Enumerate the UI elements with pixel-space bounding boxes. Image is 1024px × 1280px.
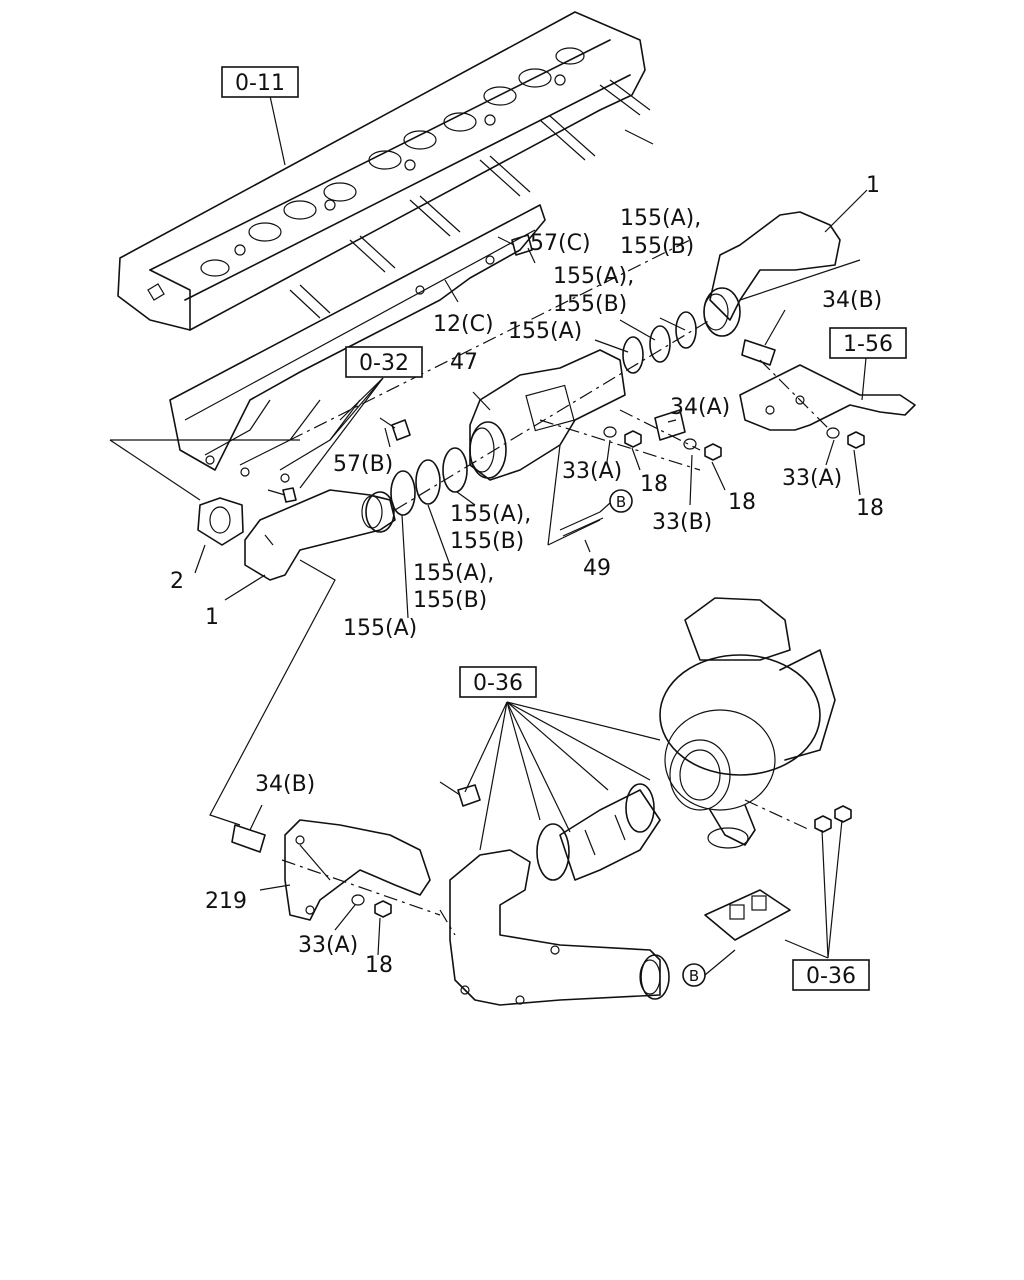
gasket-2 <box>197 497 244 546</box>
callout-34b-right: 34(B) <box>822 288 882 313</box>
sleeve-34 <box>231 339 776 853</box>
reference-0-36-bottom-label: 0-36 <box>806 964 856 989</box>
air-pipe <box>449 849 670 1006</box>
bracket-1-56 <box>739 364 916 431</box>
marker-b-lower-label: B <box>689 967 699 985</box>
reference-1-56-label: 1-56 <box>843 332 893 357</box>
callout-1-top: 1 <box>866 173 880 198</box>
reference-0-11-label: 0-11 <box>235 71 285 96</box>
callout-33a-right: 33(A) <box>782 466 842 491</box>
callout-155ab-2a: 155(A), <box>553 264 634 289</box>
callout-47: 47 <box>450 350 478 375</box>
callout-155a-top: 155(A) <box>508 319 582 344</box>
callout-155ab-4a: 155(A), <box>413 561 494 586</box>
reference-box-0-36-bottom: 0-36 <box>792 959 870 991</box>
callout-155ab-1a: 155(A), <box>620 206 701 231</box>
reference-box-0-11: 0-11 <box>221 66 299 98</box>
assembly-lines <box>109 239 831 936</box>
callout-219: 219 <box>205 889 247 914</box>
callout-155ab-1b: 155(B) <box>620 234 694 259</box>
reference-0-32-label: 0-32 <box>359 351 409 376</box>
marker-b-upper-label: B <box>616 493 626 511</box>
callout-33a-low: 33(A) <box>298 933 358 958</box>
callout-1-left: 1 <box>205 605 219 630</box>
callout-18-right: 18 <box>728 490 756 515</box>
nuts-washers <box>351 426 865 918</box>
manifold-rear-section <box>703 211 861 337</box>
reference-box-0-32: 0-32 <box>345 346 423 378</box>
bracket-219 <box>284 819 431 921</box>
intake-hose <box>536 783 661 881</box>
callout-155ab-3b: 155(B) <box>450 529 524 554</box>
leader-lines <box>194 95 868 976</box>
heat-shield-plate <box>169 204 546 483</box>
turbo-flange-gasket <box>704 889 791 941</box>
callout-33a-mid: 33(A) <box>562 459 622 484</box>
callout-33b: 33(B) <box>652 510 712 535</box>
callout-18-mid: 18 <box>640 472 668 497</box>
callout-155ab-2b: 155(B) <box>553 292 627 317</box>
callout-49: 49 <box>583 556 611 581</box>
turbocharger <box>659 597 836 849</box>
callout-18-low: 18 <box>365 953 393 978</box>
callout-34b-low: 34(B) <box>255 772 315 797</box>
seal-rings <box>390 311 697 516</box>
callout-2: 2 <box>170 569 184 594</box>
callout-155ab-3a: 155(A), <box>450 502 531 527</box>
reference-box-0-36-top: 0-36 <box>459 666 537 698</box>
manifold-center-section <box>469 349 626 546</box>
reference-0-36-top-label: 0-36 <box>473 671 523 696</box>
manifold-front-section <box>244 489 396 581</box>
callout-57c: 57(C) <box>530 231 591 256</box>
callout-155a-low: 155(A) <box>343 616 417 641</box>
callout-12c: 12(C) <box>433 312 494 337</box>
turbo-nuts <box>814 805 852 833</box>
bolts <box>267 234 604 807</box>
callout-18-far: 18 <box>856 496 884 521</box>
callout-155ab-4b: 155(B) <box>413 588 487 613</box>
callout-34a: 34(A) <box>670 395 730 420</box>
marker-b-lower: B <box>682 963 706 987</box>
cylinder-head <box>117 11 654 331</box>
callout-57b: 57(B) <box>333 452 393 477</box>
marker-b-upper: B <box>609 489 633 513</box>
reference-box-1-56: 1-56 <box>829 327 907 359</box>
callout-labels: 1 57(C) 155(A), 155(B) 155(A), 155(B) 34… <box>170 173 884 978</box>
